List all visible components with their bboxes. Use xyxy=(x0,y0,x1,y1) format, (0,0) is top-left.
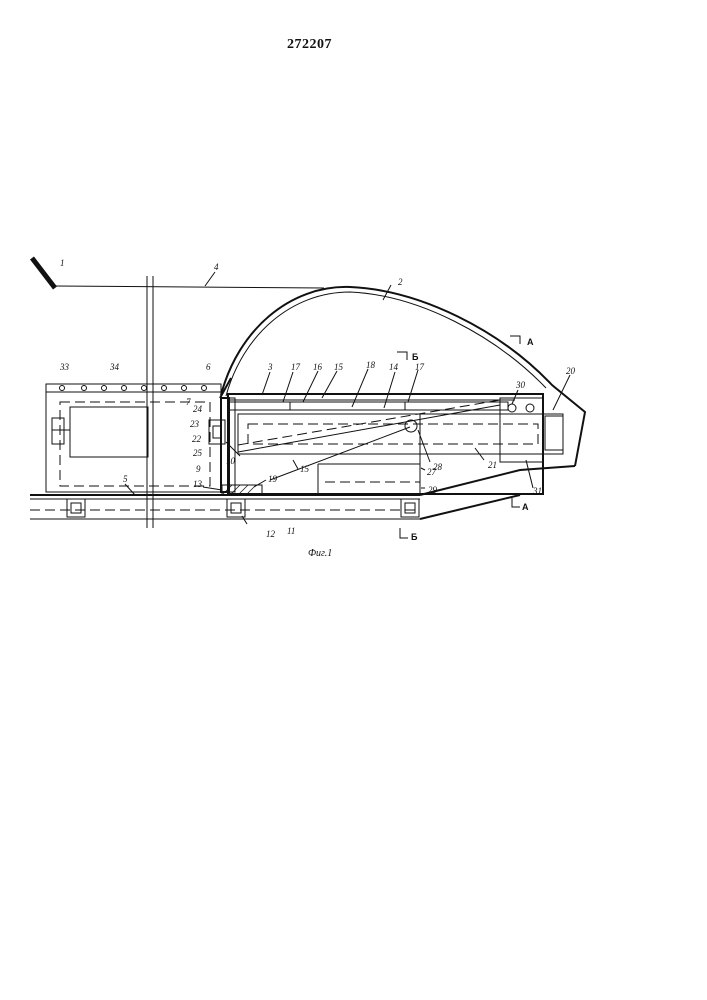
perforation-holes xyxy=(60,386,207,391)
callout-13: 13 xyxy=(193,479,203,489)
section-b-top: Б xyxy=(397,352,419,362)
section-a-bottom: А xyxy=(512,498,529,512)
callout-2: 2 xyxy=(398,277,403,287)
callout-34: 34 xyxy=(109,362,120,372)
callout-21: 21 xyxy=(488,460,497,470)
callout-15-top: 15 xyxy=(334,362,344,372)
callout-15-bottom: 15 xyxy=(300,464,310,474)
callout-24: 24 xyxy=(193,404,203,414)
clamp-posts xyxy=(209,378,262,495)
callout-30: 30 xyxy=(515,380,526,390)
section-a-top-label: А xyxy=(527,337,534,347)
callout-25: 25 xyxy=(193,448,203,458)
callout-1: 1 xyxy=(60,258,65,268)
callout-17-left: 17 xyxy=(291,362,301,372)
section-a-bottom-label: А xyxy=(522,502,529,512)
callout-4: 4 xyxy=(214,262,219,272)
main-housing xyxy=(228,394,563,494)
callout-6: 6 xyxy=(206,362,211,372)
callout-20: 20 xyxy=(566,366,576,376)
callout-14: 14 xyxy=(389,362,399,372)
cowl-cover xyxy=(221,287,585,466)
callout-11: 11 xyxy=(287,526,295,536)
callout-5: 5 xyxy=(123,474,128,484)
section-b-bottom-label: Б xyxy=(411,532,418,542)
callout-23: 23 xyxy=(190,419,200,429)
callout-17-right: 17 xyxy=(415,362,425,372)
callout-22: 22 xyxy=(192,434,202,444)
section-b-top-label: Б xyxy=(412,352,419,362)
figure-caption: Фиг.1 xyxy=(308,548,332,559)
callout-9: 9 xyxy=(196,464,201,474)
rail-part xyxy=(32,258,55,288)
callout-7: 7 xyxy=(186,397,191,407)
callout-33: 33 xyxy=(59,362,70,372)
callout-29: 29 xyxy=(428,485,438,495)
callout-12: 12 xyxy=(266,529,276,539)
callout-18: 18 xyxy=(366,360,376,370)
section-a-top: А xyxy=(510,336,534,347)
cable-line xyxy=(55,286,324,288)
callout-3: 3 xyxy=(267,362,273,372)
callout-31: 31 xyxy=(532,486,542,496)
callout-10: 10 xyxy=(226,456,236,466)
callout-28: 28 xyxy=(433,462,443,472)
section-b-bottom: Б xyxy=(400,528,418,542)
callout-16: 16 xyxy=(313,362,323,372)
callout-19: 19 xyxy=(268,474,278,484)
